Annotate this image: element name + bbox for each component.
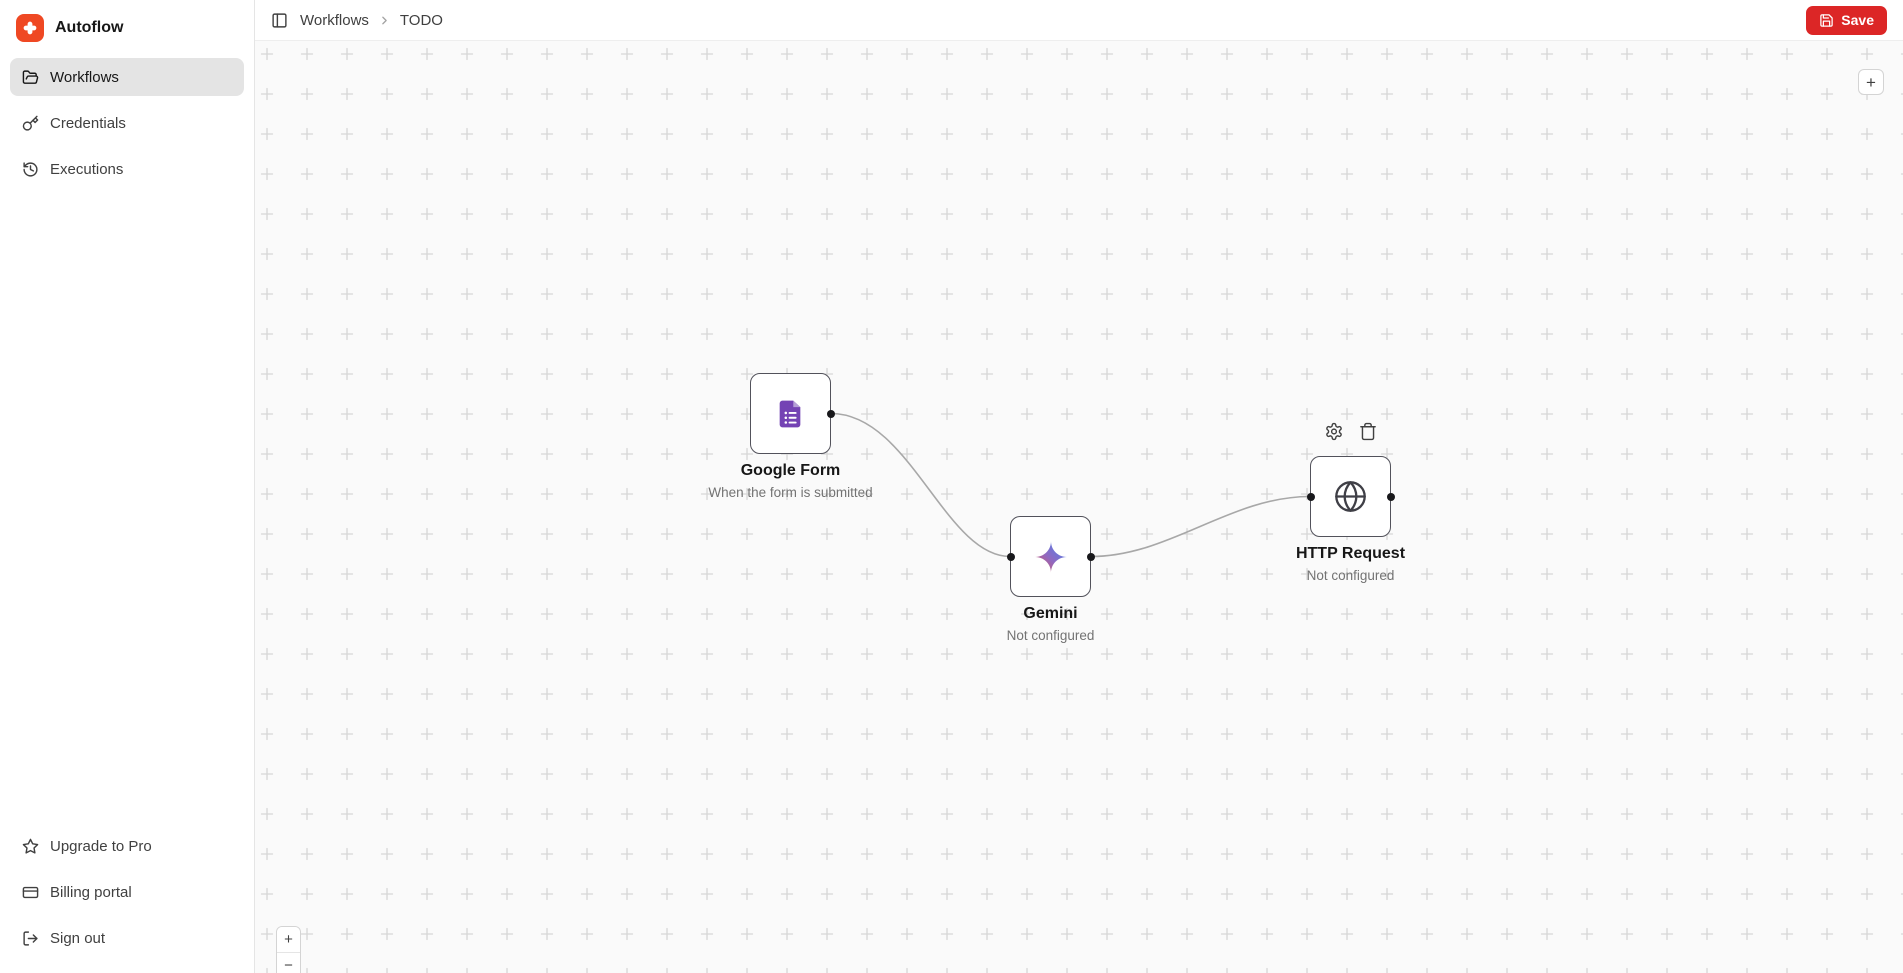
chevron-right-icon bbox=[378, 14, 391, 27]
globe-icon bbox=[1332, 478, 1369, 515]
output-port[interactable] bbox=[826, 409, 835, 418]
credit-card-icon bbox=[22, 884, 39, 901]
input-port[interactable] bbox=[1306, 492, 1315, 501]
save-icon bbox=[1819, 13, 1834, 28]
add-node-button[interactable]: + bbox=[1858, 69, 1884, 95]
sidebar-item-label: Workflows bbox=[50, 68, 119, 86]
output-port[interactable] bbox=[1086, 552, 1095, 561]
gear-icon[interactable] bbox=[1324, 422, 1343, 441]
sidebar-item-executions[interactable]: Executions bbox=[10, 150, 244, 188]
sidebar-item-upgrade-to-pro[interactable]: Upgrade to Pro bbox=[10, 827, 244, 865]
sidebar-item-label: Sign out bbox=[50, 929, 106, 947]
node-title: HTTP Request bbox=[1295, 545, 1406, 562]
node-actions bbox=[1324, 422, 1377, 441]
node-google-form: Google Form When the form is submitted bbox=[708, 373, 873, 500]
output-port[interactable] bbox=[1386, 492, 1395, 501]
sidebar-item-label: Credentials bbox=[50, 114, 126, 132]
main-area: Workflows TODO Save bbox=[255, 0, 1903, 973]
sidebar: Autoflow Workflows Credentials Execution… bbox=[0, 0, 255, 973]
app-logo: Autoflow bbox=[10, 10, 244, 58]
sidebar-item-label: Billing portal bbox=[50, 883, 132, 901]
node-subtitle: Not configured bbox=[1306, 568, 1395, 583]
history-icon bbox=[22, 161, 39, 178]
canvas-grid bbox=[255, 41, 1903, 973]
sidebar-item-credentials[interactable]: Credentials bbox=[10, 104, 244, 142]
star-icon bbox=[22, 838, 39, 855]
zoom-in-button[interactable]: + bbox=[277, 927, 300, 952]
sidebar-toggle-icon[interactable] bbox=[271, 12, 288, 29]
node-subtitle: When the form is submitted bbox=[708, 485, 873, 500]
breadcrumb-current: TODO bbox=[399, 11, 443, 29]
gemini-icon bbox=[1033, 539, 1069, 575]
node-subtitle: Not configured bbox=[1006, 628, 1095, 643]
autoflow-logo-icon bbox=[16, 14, 44, 42]
edge-googleform-gemini bbox=[830, 412, 1011, 558]
node-title: Google Form bbox=[740, 462, 841, 479]
breadcrumb-workflows[interactable]: Workflows bbox=[300, 11, 369, 29]
sidebar-footer-nav: Upgrade to Pro Billing portal Sign out bbox=[10, 827, 244, 957]
node-http-request-box[interactable] bbox=[1306, 456, 1395, 537]
workflow-canvas[interactable]: Google Form When the form is submitted bbox=[255, 41, 1903, 973]
google-form-icon bbox=[775, 398, 807, 430]
sidebar-spacer bbox=[10, 188, 244, 827]
node-label: Google Form When the form is submitted bbox=[651, 462, 931, 500]
zoom-controls: + − bbox=[276, 926, 301, 973]
key-icon bbox=[22, 115, 39, 132]
input-port[interactable] bbox=[1006, 552, 1015, 561]
node-title: Gemini bbox=[1023, 605, 1078, 622]
edge-gemini-httprequest bbox=[1090, 495, 1311, 558]
sidebar-item-label: Executions bbox=[50, 160, 124, 178]
sidebar-nav: Workflows Credentials Executions bbox=[10, 58, 244, 188]
app-title: Autoflow bbox=[55, 19, 124, 36]
sidebar-item-workflows[interactable]: Workflows bbox=[10, 58, 244, 96]
sidebar-item-billing-portal[interactable]: Billing portal bbox=[10, 873, 244, 911]
topbar: Workflows TODO Save bbox=[255, 0, 1903, 41]
breadcrumb: Workflows TODO bbox=[300, 12, 443, 29]
save-button-label: Save bbox=[1841, 12, 1874, 28]
node-gemini: Gemini Not configured bbox=[1006, 516, 1095, 643]
node-http-request: HTTP Request Not configured bbox=[1296, 422, 1405, 583]
save-button[interactable]: Save bbox=[1806, 5, 1887, 35]
node-label: Gemini Not configured bbox=[911, 605, 1191, 643]
folder-open-icon bbox=[22, 69, 39, 86]
sidebar-item-label: Upgrade to Pro bbox=[50, 837, 152, 855]
sidebar-item-sign-out[interactable]: Sign out bbox=[10, 919, 244, 957]
sign-out-icon bbox=[22, 930, 39, 947]
node-google-form-box[interactable] bbox=[750, 373, 835, 454]
node-gemini-box[interactable] bbox=[1006, 516, 1095, 597]
workflow-edges bbox=[830, 412, 1311, 558]
node-label: HTTP Request Not configured bbox=[1211, 545, 1491, 583]
trash-icon[interactable] bbox=[1358, 422, 1377, 441]
zoom-out-button[interactable]: − bbox=[277, 952, 300, 973]
